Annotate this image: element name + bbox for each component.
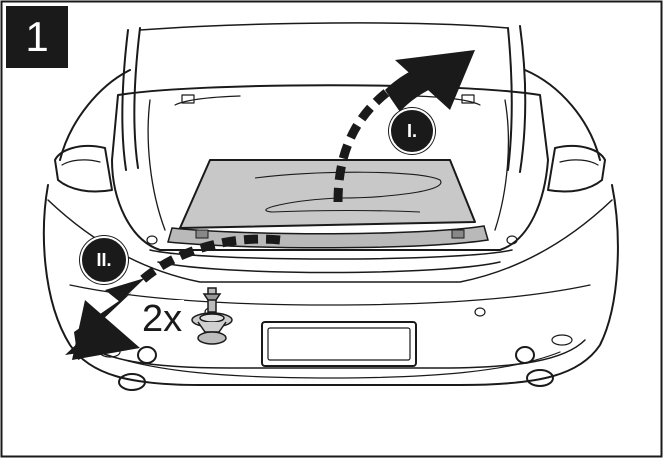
quantity-text: 2x bbox=[142, 298, 182, 340]
callout-step-two-label: II. bbox=[96, 250, 111, 271]
step-number: 1 bbox=[25, 16, 48, 58]
callout-step-one-label: I. bbox=[407, 121, 417, 142]
callout-step-one: I. bbox=[389, 108, 435, 154]
quantity-label: 2x bbox=[140, 300, 184, 338]
callout-step-two: II. bbox=[80, 236, 128, 284]
trunk-floor-mat bbox=[168, 160, 488, 248]
step-number-badge: 1 bbox=[6, 6, 68, 68]
